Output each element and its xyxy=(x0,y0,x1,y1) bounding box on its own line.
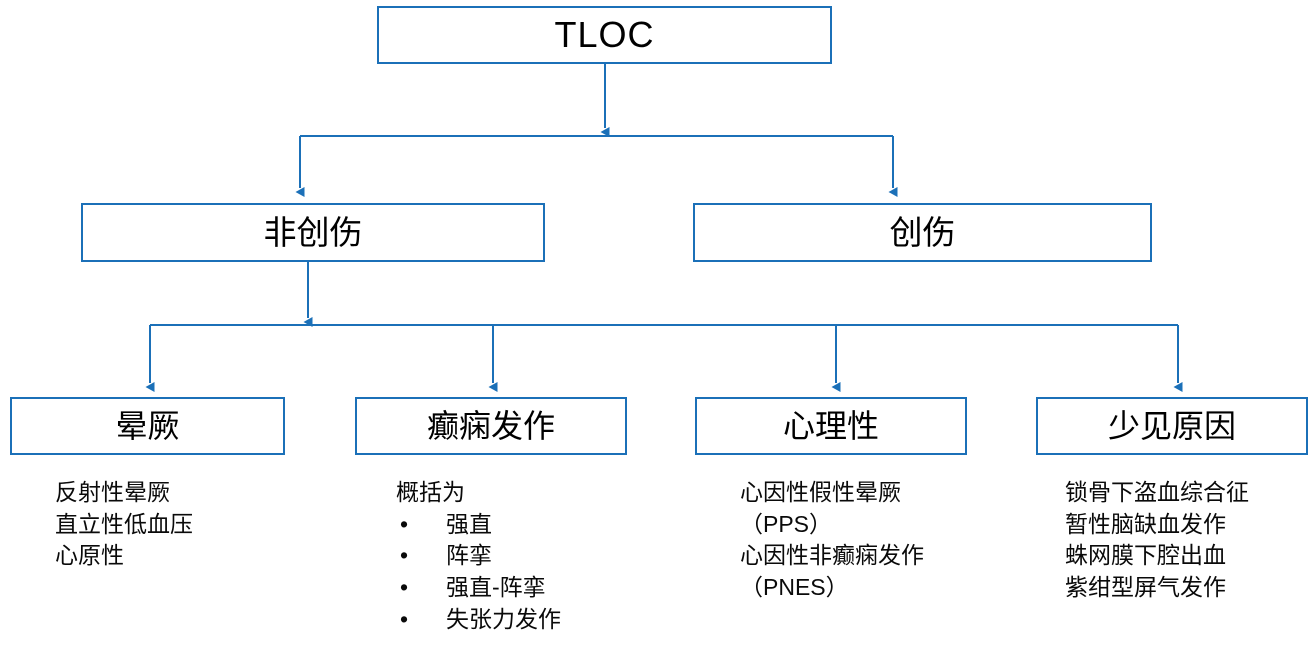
detail-text-line: 直立性低血压 xyxy=(55,510,193,537)
detail-bullet-label: 阵挛 xyxy=(446,542,492,569)
detail-bullet-item: • 强直 xyxy=(396,509,561,541)
detail-text-line: 暂性脑缺血发作 xyxy=(1065,510,1226,537)
bullet-icon: • xyxy=(400,510,409,537)
detail-text-line: （PNES） xyxy=(740,574,849,601)
node-rare-causes[interactable]: 少见原因 xyxy=(1036,397,1308,455)
detail-text-line: （PPS） xyxy=(740,510,833,537)
bullet-icon: • xyxy=(400,574,409,601)
detail-text-line: 蛛网膜下腔出血 xyxy=(1065,542,1226,569)
detail-bullet-label: 强直 xyxy=(446,510,492,537)
node-psychogenic-label: 心理性 xyxy=(782,408,879,444)
node-epileptic-seizure-label: 癫痫发作 xyxy=(426,408,555,444)
node-tloc-label: TLOC xyxy=(554,14,655,55)
node-rare-causes-label: 少见原因 xyxy=(1107,408,1236,444)
bullet-icon: • xyxy=(400,542,409,569)
detail-text-line: 心原性 xyxy=(55,542,124,569)
detail-bullet-label: 强直-阵挛 xyxy=(446,574,546,601)
detail-bullet-label: 失张力发作 xyxy=(446,605,561,632)
details-psychogenic: 心因性假性晕厥 （PPS） 心因性非癫痫发作 （PNES） xyxy=(740,477,924,604)
detail-text-line: 紫绀型屏气发作 xyxy=(1065,574,1226,601)
detail-text-line: 概括为 xyxy=(396,479,465,505)
detail-bullet-item: • 强直-阵挛 xyxy=(396,572,561,604)
node-psychogenic[interactable]: 心理性 xyxy=(695,397,967,455)
node-epileptic-seizure[interactable]: 癫痫发作 xyxy=(355,397,627,455)
node-non-traumatic[interactable]: 非创伤 xyxy=(81,203,545,262)
details-rare-causes: 锁骨下盗血综合征暂性脑缺血发作蛛网膜下腔出血紫绀型屏气发作 xyxy=(1065,477,1249,604)
detail-bullet-item: • 失张力发作 xyxy=(396,604,561,636)
node-syncope-label: 晕厥 xyxy=(115,408,180,444)
edge-level3-bar xyxy=(145,324,1183,392)
edge-level2-bar xyxy=(295,135,898,197)
node-syncope[interactable]: 晕厥 xyxy=(10,397,285,455)
node-tloc[interactable]: TLOC xyxy=(377,6,832,64)
node-traumatic-label: 创伤 xyxy=(889,214,956,251)
detail-text-line: 锁骨下盗血综合征 xyxy=(1065,479,1249,505)
detail-bullet-item: • 阵挛 xyxy=(396,540,561,572)
node-non-traumatic-label: 非创伤 xyxy=(263,214,363,251)
detail-text-line: 心因性假性晕厥 xyxy=(740,479,901,505)
details-epileptic-seizure: 概括为 • 强直 • 阵挛 • 强直-阵挛 • 失张力发作 xyxy=(396,477,561,636)
details-syncope: 反射性晕厥直立性低血压心原性 xyxy=(55,477,193,572)
node-traumatic[interactable]: 创伤 xyxy=(693,203,1152,262)
bullet-icon: • xyxy=(400,605,409,632)
detail-text-line: 心因性非癫痫发作 xyxy=(740,542,924,569)
detail-text-line: 反射性晕厥 xyxy=(55,479,170,505)
